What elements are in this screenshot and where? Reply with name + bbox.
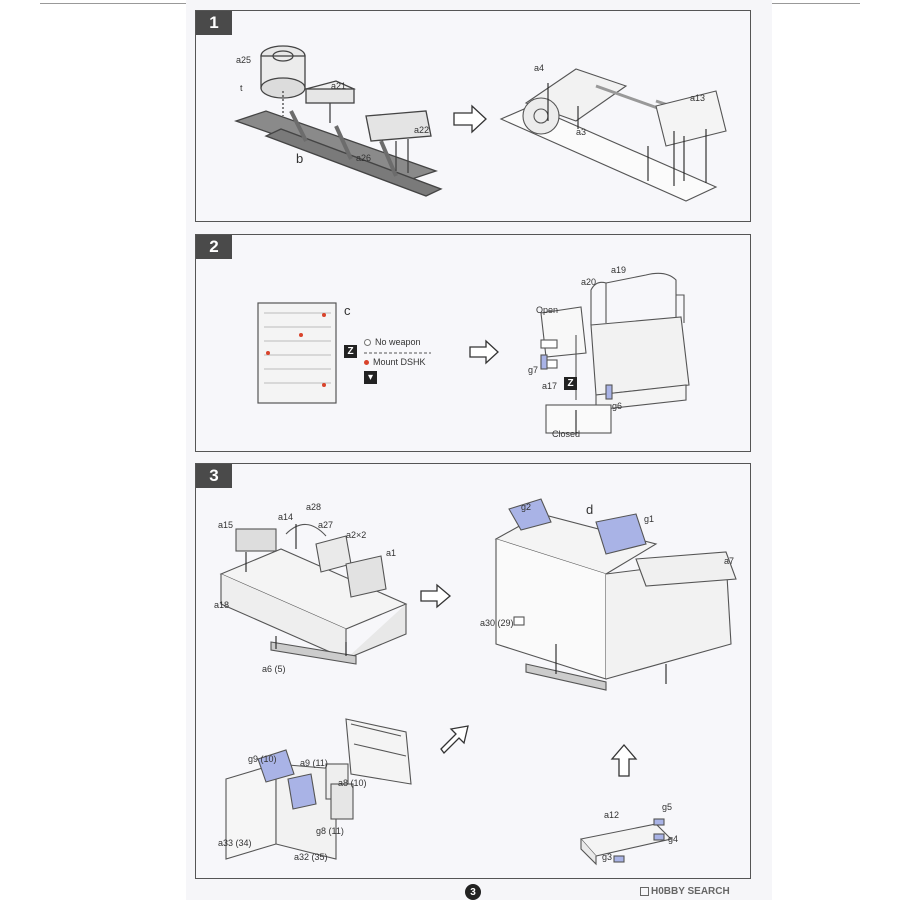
label-t: t xyxy=(240,83,243,93)
label-a19: a19 xyxy=(611,265,627,275)
step-1-badge: 1 xyxy=(196,11,232,35)
label-a20: a20 xyxy=(581,277,597,287)
label-a13: a13 xyxy=(690,93,706,103)
label-a2x2: a2×2 xyxy=(346,530,367,540)
legend-no-weapon-label: No weapon xyxy=(375,337,421,347)
label-g9: g9 (10) xyxy=(248,754,277,764)
label-g2: g2 xyxy=(521,502,532,512)
label-a18: a18 xyxy=(214,600,230,610)
cut-icon: Z xyxy=(344,345,357,358)
label-a8: a8 (10) xyxy=(338,778,367,788)
label-c: c xyxy=(344,303,351,318)
label-g5: g5 xyxy=(662,802,673,812)
label-a7: a7 xyxy=(724,556,735,566)
page-number: 3 xyxy=(465,884,481,900)
label-open: Open xyxy=(536,305,559,315)
label-a22: a22 xyxy=(414,125,430,135)
mount-dot-icon xyxy=(364,359,369,365)
label-a32: a32 (35) xyxy=(294,852,328,862)
glue-icon: ▾ xyxy=(364,371,377,384)
label-a27: a27 xyxy=(318,520,334,530)
label-a21: a21 xyxy=(331,81,347,91)
step-2-badge: 2 xyxy=(196,235,232,259)
label-a3: a3 xyxy=(576,127,587,137)
watermark: H0BBY SEARCH xyxy=(640,886,730,897)
label-g3: g3 xyxy=(602,852,613,862)
step-1-illustration xyxy=(233,45,727,202)
no-weapon-dot-icon xyxy=(364,338,371,346)
step-3-panel: 3 xyxy=(195,463,751,879)
label-a12: a12 xyxy=(604,810,620,820)
watermark-text: H0BBY SEARCH xyxy=(651,886,730,897)
step-2-panel: 2 c xyxy=(195,234,751,452)
label-a9: a9 (11) xyxy=(300,758,328,768)
label-a14: a14 xyxy=(278,512,294,522)
step-3-illustration xyxy=(219,498,737,866)
label-g7: g7 xyxy=(528,365,539,375)
label-a15: a15 xyxy=(218,520,234,530)
label-a6: a6 (5) xyxy=(262,664,286,674)
label-b: b xyxy=(296,151,304,166)
label-d: d xyxy=(586,502,594,517)
step-1-panel: 1 xyxy=(195,10,751,222)
label-a17: a17 xyxy=(542,381,558,391)
label-a1: a1 xyxy=(386,548,397,558)
label-a4: a4 xyxy=(534,63,545,73)
label-a33: a33 (34) xyxy=(218,838,252,848)
label-a25: a25 xyxy=(236,55,252,65)
step-3-badge: 3 xyxy=(196,464,232,488)
hobbysearch-logo-icon xyxy=(640,887,649,896)
label-a26: a26 xyxy=(356,153,372,163)
label-g4: g4 xyxy=(668,834,679,844)
label-closed: Closed xyxy=(552,429,581,439)
legend-mount-label: Mount DSHK xyxy=(373,357,426,367)
label-a28: a28 xyxy=(306,502,322,512)
cut-icon-2: Z xyxy=(564,377,577,390)
legend-mount-dshk: Mount DSHK xyxy=(364,357,426,367)
step-2-illustration xyxy=(257,272,690,435)
label-g1: g1 xyxy=(644,514,655,524)
label-g8: g8 (11) xyxy=(316,826,344,836)
label-g6: g6 xyxy=(612,401,623,411)
legend-no-weapon: No weapon xyxy=(364,337,421,347)
label-a30: a30 (29) xyxy=(480,618,514,628)
